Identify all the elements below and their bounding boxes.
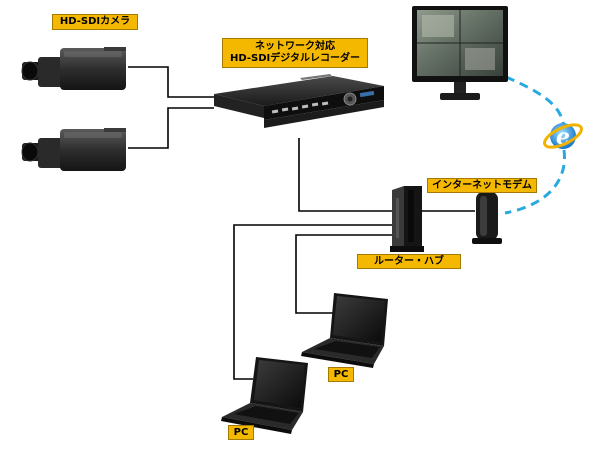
- camera-bottom: [21, 128, 126, 171]
- recorder-label-line1: ネットワーク対応: [255, 41, 335, 52]
- pc-lower-label-text: PC: [233, 427, 249, 438]
- digital-recorder: [214, 74, 384, 128]
- camera-label: HD-SDIカメラ: [52, 14, 138, 30]
- modem-label-text: インターネットモデム: [432, 180, 532, 191]
- laptop-upper: [301, 293, 388, 368]
- router-label: ルーター・ハブ: [357, 254, 461, 269]
- router-hub: [390, 186, 424, 252]
- pc-upper-label-text: PC: [333, 369, 349, 380]
- camera-cable-bottom: [128, 107, 214, 149]
- router-label-text: ルーター・ハブ: [374, 256, 444, 267]
- camera-top: [21, 47, 126, 90]
- recorder-to-router-cable: [298, 138, 395, 212]
- internet-explorer-icon: e: [543, 123, 583, 150]
- modem-label: インターネットモデム: [427, 178, 537, 193]
- internet-link: [504, 75, 566, 215]
- laptop-lower: [221, 357, 308, 434]
- pc-lower-label: PC: [228, 425, 254, 440]
- recorder-label-line2: HD-SDIデジタルレコーダー: [229, 53, 361, 64]
- router-to-pc-upper-cable: [295, 234, 395, 314]
- camera-label-text: HD-SDIカメラ: [59, 16, 131, 27]
- router-to-pc-lower-cable: [233, 224, 395, 380]
- recorder-label: ネットワーク対応 HD-SDIデジタルレコーダー: [222, 38, 368, 68]
- monitor: [412, 6, 508, 100]
- pc-upper-label: PC: [328, 367, 354, 382]
- internet-modem: [472, 192, 502, 244]
- camera-cable-top: [128, 66, 214, 98]
